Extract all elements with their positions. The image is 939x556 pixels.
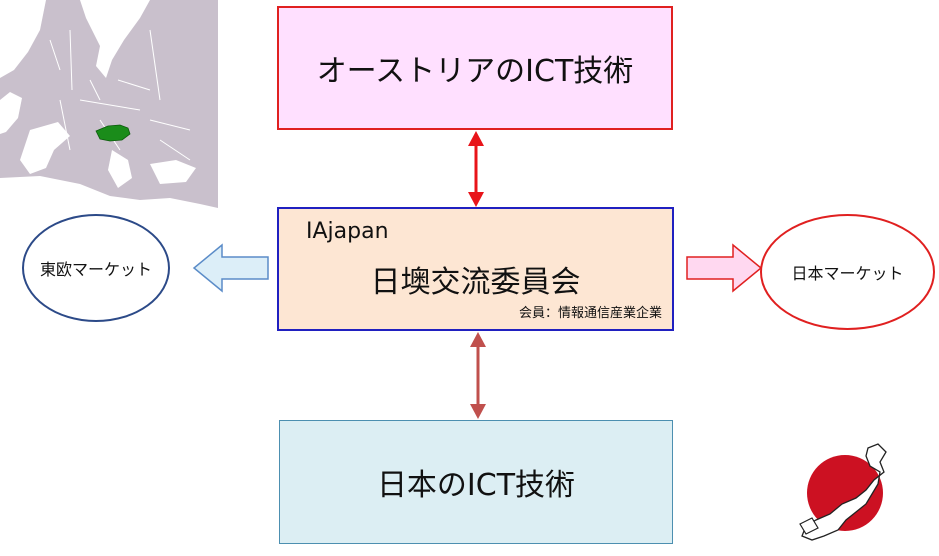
east-europe-market-label: 東欧マーケット bbox=[39, 260, 152, 279]
committee-members: 会員：情報通信産業企業 bbox=[518, 306, 662, 321]
east-europe-market: 東欧マーケット bbox=[22, 214, 170, 322]
japan-ict-box: 日本のICT技術 bbox=[279, 420, 673, 544]
committee-box: IAjapan 日墺交流委員会 会員：情報通信産業企業 bbox=[277, 207, 674, 331]
europe-map bbox=[0, 0, 218, 208]
japan-market: 日本マーケット bbox=[760, 214, 935, 330]
org-name: IAjapan bbox=[306, 219, 389, 244]
japan-market-label: 日本マーケット bbox=[791, 264, 904, 283]
japan-ict-label: 日本のICT技術 bbox=[376, 468, 576, 503]
austria-ict-label: オーストリアのICT技術 bbox=[316, 54, 634, 89]
committee-title: 日墺交流委員会 bbox=[370, 265, 581, 300]
austria-ict-box: オーストリアのICT技術 bbox=[277, 6, 673, 130]
